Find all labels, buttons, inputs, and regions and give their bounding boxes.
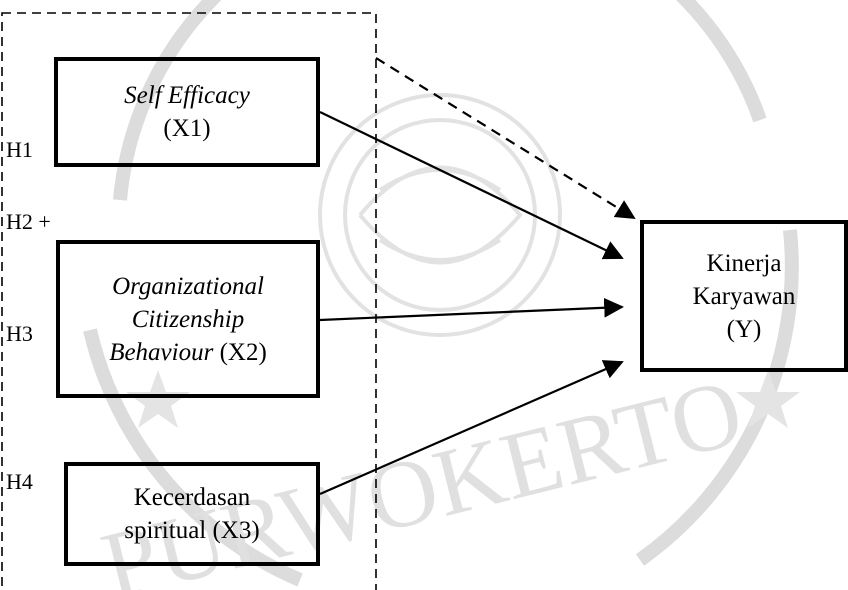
node-x1-code: (X1): [163, 115, 211, 142]
node-y-label-line2: Karyawan: [692, 282, 796, 310]
arrow-simultaneous-to-y: [375, 57, 636, 220]
hypothesis-h4-label: H4: [6, 469, 33, 494]
arrow-x3-to-y: [319, 360, 624, 496]
simultaneous-group-border: [1, 12, 377, 590]
node-x2-label-line3: Behaviour (X2): [109, 336, 267, 369]
hypothesis-h3-label: H3: [6, 321, 33, 346]
node-x2-label-line1: Organizational: [112, 272, 264, 300]
node-x3-code: spiritual (X3): [124, 517, 260, 544]
arrow-x1-to-y: [319, 111, 624, 260]
arrow-x2-to-y: [319, 297, 624, 322]
node-y-label-line1: Kinerja: [706, 249, 782, 277]
node-organizational-citizenship-behaviour: Organizational Citizenship Behaviour (X2…: [56, 240, 320, 398]
node-kinerja-karyawan: Kinerja Karyawan (Y): [640, 220, 848, 372]
node-kecerdasan-spiritual: Kecerdasan spiritual (X3): [64, 462, 320, 566]
node-y-code: (Y): [726, 315, 762, 343]
hypothesis-h2-label: H2 +: [6, 209, 51, 234]
hypothesis-h1-label: H1: [6, 137, 33, 162]
node-x2-code: (X2): [213, 338, 267, 366]
node-x2-label-behaviour: Behaviour: [109, 338, 214, 366]
node-x2-label-line2: Citizenship: [131, 305, 245, 333]
node-x1-label: Self Efficacy: [124, 82, 250, 109]
node-self-efficacy: Self Efficacy (X1): [54, 57, 320, 167]
node-x3-label: Kecerdasan: [133, 484, 251, 511]
